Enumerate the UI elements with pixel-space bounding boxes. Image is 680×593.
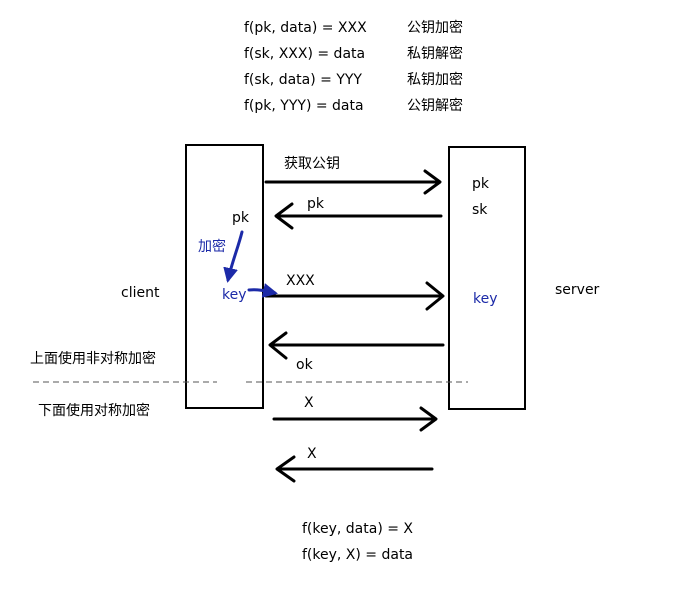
server-sk-label: sk (472, 202, 488, 218)
xxx-label: XXX (286, 273, 315, 289)
client-box (185, 144, 264, 409)
server-box (448, 146, 526, 410)
formula-expr-1: f(pk, data) = XXX (244, 20, 367, 36)
bottom-formula-1: f(key, data) = X (302, 521, 414, 537)
server-key-label: key (473, 291, 498, 307)
server-label: server (555, 282, 600, 298)
arrow-pk-reply (274, 202, 443, 230)
pk-reply-label: pk (307, 196, 324, 212)
get-public-key-label: 获取公钥 (284, 156, 340, 172)
formula-note-2: 私钥解密 (407, 46, 463, 62)
symmetric-label: 下面使用对称加密 (38, 403, 150, 419)
x-send-label: X (304, 395, 314, 411)
formula-expr-2: f(sk, XXX) = data (244, 46, 366, 62)
x-reply-label: X (307, 446, 317, 462)
client-key-label: key (222, 287, 247, 303)
formula-expr-3: f(sk, data) = YYY (244, 72, 362, 88)
formula-note-4: 公钥解密 (407, 98, 463, 114)
asymmetric-label: 上面使用非对称加密 (30, 351, 156, 367)
arrow-x-send (272, 406, 438, 432)
arrow-ok (268, 331, 445, 360)
bottom-formula-2: f(key, X) = data (302, 547, 414, 563)
formula-expr-4: f(pk, YYY) = data (244, 98, 364, 114)
formula-note-1: 公钥加密 (407, 20, 463, 36)
client-pk-label: pk (232, 210, 249, 226)
arrow-xxx (264, 281, 445, 311)
server-pk-label: pk (472, 176, 489, 192)
encrypt-label: 加密 (198, 239, 226, 255)
ok-label: ok (296, 357, 313, 373)
arrow-x-reply (275, 455, 434, 483)
key-arrow (247, 283, 278, 298)
formula-note-3: 私钥加密 (407, 72, 463, 88)
encrypt-arrow (223, 230, 244, 283)
arrow-get-public-key (264, 169, 442, 195)
client-label: client (121, 285, 160, 301)
